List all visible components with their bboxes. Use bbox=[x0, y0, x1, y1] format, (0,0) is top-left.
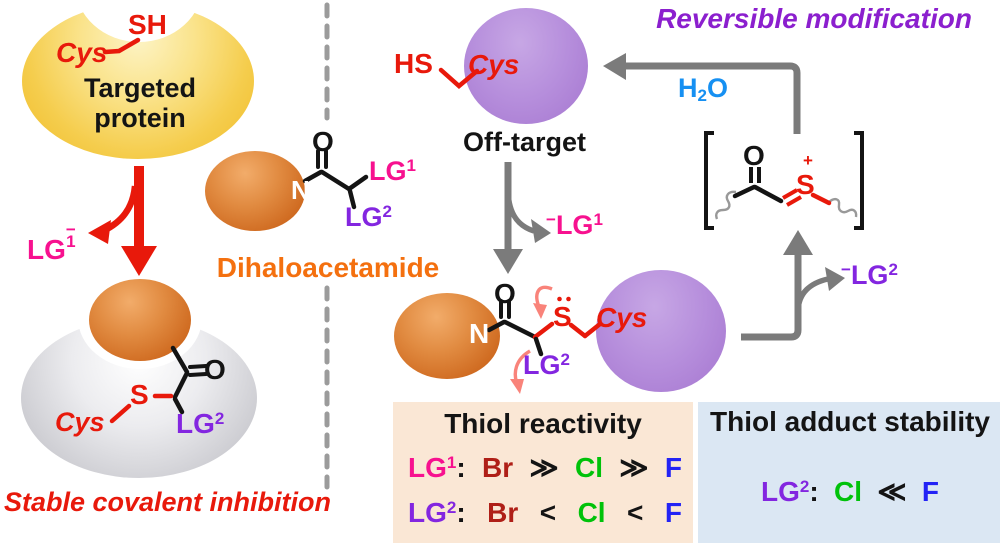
halogen-f: F bbox=[664, 497, 682, 528]
relation-symbol: ≪ bbox=[877, 476, 907, 507]
lg2-label-dihaloacetamide: LG2 bbox=[345, 202, 392, 232]
electron-pushing-arrows bbox=[510, 285, 553, 394]
lg1-key: LG1: bbox=[408, 452, 466, 483]
lg2-label-adduct: LG2 bbox=[523, 350, 570, 380]
relation-symbol: ≫ bbox=[619, 452, 649, 483]
stable-covalent-inhibition-caption: Stable covalent inhibition bbox=[3, 487, 332, 517]
lg2-key: LG2: bbox=[761, 476, 819, 507]
lg2-released-intermediate: −LG2 bbox=[841, 260, 898, 290]
targeted-protein-label-line2: protein bbox=[94, 103, 186, 133]
lg1-released-offtarget: −LG1 bbox=[546, 210, 603, 240]
water-label: H2O bbox=[678, 73, 728, 105]
cys-label-offtarget: Cys bbox=[468, 49, 520, 80]
superscript-1: 1 bbox=[66, 231, 76, 251]
carbonyl-o-adduct: O bbox=[494, 278, 516, 309]
targeted-protein-cys-bond bbox=[102, 37, 141, 55]
carbonyl-o-intermediate: O bbox=[743, 140, 765, 171]
dihaloacetamide-ellipse bbox=[205, 151, 305, 231]
lg2-key: LG2: bbox=[408, 497, 466, 528]
targeted-protein-label-line1: Targeted bbox=[83, 73, 197, 103]
amide-n-adduct: N bbox=[469, 318, 490, 349]
cys-label-complex: Cys bbox=[55, 407, 105, 437]
offtarget-thiol-bond bbox=[438, 67, 480, 89]
cys-label-adduct: Cys bbox=[596, 302, 648, 333]
sulfur-adduct: S bbox=[553, 301, 572, 332]
lg2-label-complex: LG2 bbox=[176, 408, 225, 439]
minus-sign: − bbox=[65, 220, 76, 239]
off-target-label: Off-target bbox=[463, 127, 586, 157]
thiol-adduct-stability-row: LG2: Cl ≪ F bbox=[761, 478, 939, 506]
thiol-adduct-stability-title: Thiol adduct stability bbox=[709, 406, 990, 437]
sulfonium-plus-charge: + bbox=[803, 151, 813, 170]
red-reaction-arrow bbox=[88, 166, 157, 276]
amide-n-dihaloacetamide: N bbox=[291, 175, 310, 205]
cys-label-targeted: Cys bbox=[56, 37, 108, 68]
halogen-br: Br bbox=[487, 497, 519, 528]
dihaloacetamide-structure-bonds bbox=[302, 149, 369, 210]
relation-symbol: < bbox=[539, 497, 557, 528]
adduct-offtarget-circle bbox=[596, 270, 726, 392]
gray-arrow-conjugation bbox=[493, 162, 551, 274]
dihaloacetamide-label: Dihaloacetamide bbox=[216, 252, 440, 283]
off-target-protein-circle bbox=[464, 8, 588, 124]
halogen-br: Br bbox=[481, 452, 514, 483]
carbonyl-o-complex: O bbox=[204, 354, 226, 385]
adduct-ligand-ellipse bbox=[394, 293, 500, 379]
hs-thiol-label: HS bbox=[394, 48, 433, 79]
thiol-reactivity-row-lg2: LG2: Br < Cl < F bbox=[408, 499, 682, 527]
relation-symbol: < bbox=[627, 497, 644, 528]
gray-arrow-elimination bbox=[741, 230, 845, 341]
adduct-structure-bonds bbox=[486, 296, 603, 357]
halogen-cl: Cl bbox=[577, 497, 606, 528]
halogen-f: F bbox=[664, 452, 682, 483]
halogen-cl: Cl bbox=[833, 476, 862, 507]
thiol-adduct-stability-box bbox=[698, 402, 1000, 543]
halogen-f: F bbox=[921, 476, 939, 507]
relation-symbol: ≫ bbox=[529, 452, 559, 483]
sulfonium-s: S bbox=[796, 169, 815, 200]
halogen-cl: Cl bbox=[574, 452, 603, 483]
reversible-modification-title: Reversible modification bbox=[656, 3, 972, 34]
thiol-reactivity-box bbox=[393, 402, 693, 543]
lg1-leaving-group-left: LG−1 bbox=[27, 220, 76, 265]
sulfonium-intermediate-structure bbox=[704, 131, 864, 230]
thiol-reactivity-row-lg1: LG1: Br ≫ Cl ≫ F bbox=[408, 454, 682, 482]
gray-arrow-hydrolysis bbox=[603, 53, 801, 134]
lg1-label-dihaloacetamide: LG1 bbox=[369, 156, 416, 186]
sulfur-complex: S bbox=[130, 379, 149, 410]
sh-thiol-label: SH bbox=[128, 9, 167, 40]
inhibition-complex-bonds bbox=[109, 345, 208, 424]
carbonyl-o-dihaloacetamide: O bbox=[312, 126, 334, 157]
thiol-reactivity-title: Thiol reactivity bbox=[444, 408, 642, 439]
